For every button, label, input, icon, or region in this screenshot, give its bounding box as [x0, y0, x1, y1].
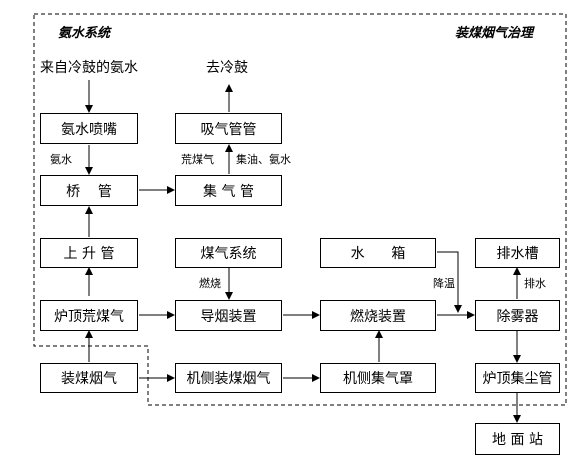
combustion-box: 燃烧装置 — [320, 300, 436, 331]
bridge-box: 桥 管 — [40, 175, 138, 206]
suction-box: 吸气管管 — [175, 113, 282, 144]
label-drain: 排水 — [524, 277, 546, 290]
gas-system-box: 煤气系统 — [175, 238, 282, 268]
dust-pipe-box: 炉顶集尘管 — [475, 363, 560, 393]
smoke-guide-box: 导烟装置 — [175, 300, 282, 331]
label-raw-gas: 荒煤气 — [181, 153, 214, 166]
side-smoke-box: 机侧装煤烟气 — [175, 363, 282, 393]
nozzle-box: 氨水喷嘴 — [40, 113, 138, 144]
source-text: 来自冷鼓的氨水 — [40, 60, 138, 76]
arrow-water-to-demister — [437, 251, 462, 313]
to-cold-text: 去冷鼓 — [206, 60, 248, 76]
furnace-gas-box: 炉顶荒煤气 — [40, 300, 138, 331]
region-border — [33, 13, 567, 406]
drain-tank-box: 排水槽 — [475, 238, 560, 268]
water-tank-box: 水 箱 — [320, 238, 436, 268]
label-burning: 燃烧 — [199, 277, 221, 290]
ground-station-box: 地 面 站 — [475, 423, 560, 455]
collector-box: 集 气 管 — [175, 175, 282, 206]
label-cooling: 降温 — [433, 277, 455, 290]
riser-box: 上 升 管 — [40, 238, 138, 268]
region-label-ammonia: 氨水系统 — [58, 26, 111, 41]
side-hood-box: 机侧集气罩 — [320, 363, 436, 393]
label-ammonia-water: 氨水 — [50, 153, 72, 166]
region-label-smoke: 装煤烟气治理 — [455, 26, 534, 41]
charging-smoke-box: 装煤烟气 — [40, 363, 138, 393]
demister-box: 除雾器 — [475, 300, 560, 331]
label-tar-ammonia: 集油、氨水 — [236, 153, 291, 166]
